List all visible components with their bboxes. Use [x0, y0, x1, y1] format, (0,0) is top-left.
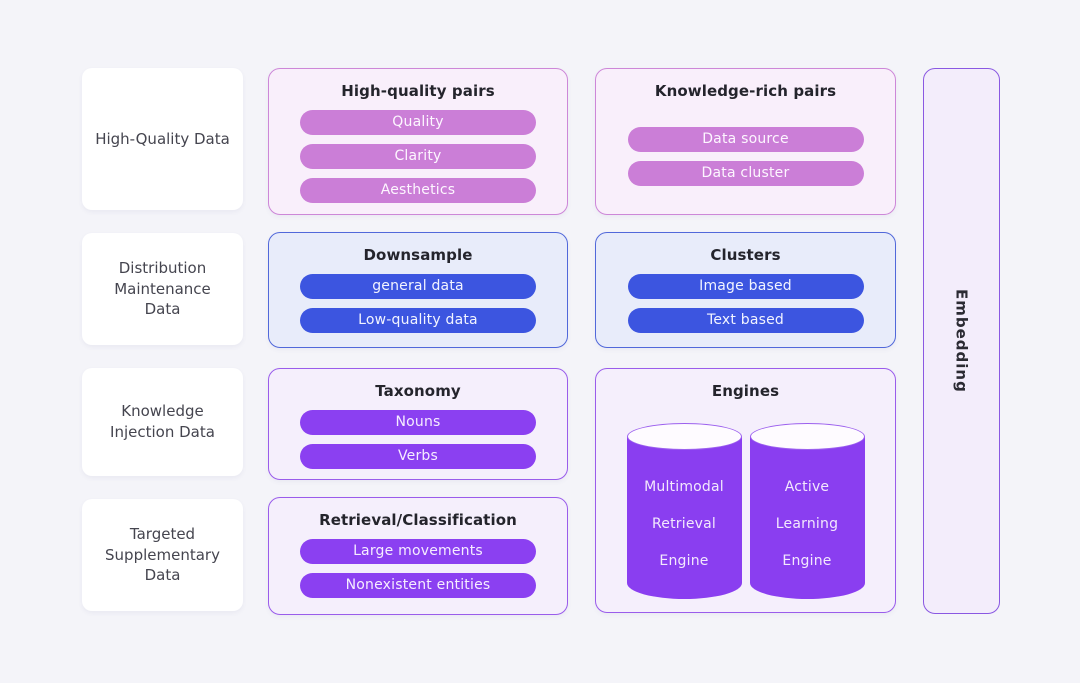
pill-list: Image based Text based [627, 274, 864, 342]
pill-list: general data Low-quality data [300, 274, 536, 342]
cylinder-label-line: Engine [659, 553, 709, 569]
group-title: Retrieval/Classification [319, 511, 517, 529]
pill-nonexistent-entities: Nonexistent entities [300, 573, 536, 598]
cylinder-label-line: Retrieval [651, 516, 716, 532]
category-card-distribution-maintenance-data: Distribution Maintenance Data [82, 233, 243, 345]
cylinder-body [626, 436, 742, 599]
group-title: Taxonomy [375, 382, 461, 400]
group-title: Clusters [710, 246, 781, 264]
pill-aesthetics: Aesthetics [300, 178, 536, 203]
pill-image-based: Image based [627, 274, 864, 299]
embedding-label: Embedding [952, 289, 971, 393]
pill-large-movements: Large movements [300, 539, 536, 564]
group-title: Engines [711, 382, 780, 400]
group-retrieval-classification: Retrieval/Classification Large movements… [268, 497, 568, 615]
pill-list: Large movements Nonexistent entities [300, 539, 536, 607]
cylinder-top-ellipse [626, 423, 742, 450]
group-high-quality-pairs: High-quality pairs Quality Clarity Aesth… [268, 68, 568, 215]
embedding-bar: Embedding [923, 68, 1000, 614]
cylinder-label: Multimodal Retrieval Engine [627, 469, 742, 580]
cylinder-label: Active Learning Engine [750, 469, 865, 580]
pill-data-cluster: Data cluster [627, 161, 864, 186]
group-title: Downsample [363, 246, 473, 264]
cylinder-body [749, 436, 865, 599]
pill-verbs: Verbs [300, 444, 536, 469]
group-engines: Engines Multimodal Retrieval Engine Acti… [595, 368, 896, 613]
category-label: Distribution Maintenance Data [114, 258, 211, 319]
pill-clarity: Clarity [300, 144, 536, 169]
group-clusters: Clusters Image based Text based [595, 232, 896, 348]
category-card-knowledge-injection-data: Knowledge Injection Data [82, 368, 243, 476]
cylinder-label-line: Multimodal [644, 479, 724, 495]
cylinder-multimodal-retrieval-engine: Multimodal Retrieval Engine [626, 423, 742, 599]
pill-text-based: Text based [627, 308, 864, 333]
cylinder-label-line: Engine [782, 553, 832, 569]
pill-nouns: Nouns [300, 410, 536, 435]
pill-list: Data source Data cluster [627, 127, 864, 195]
group-downsample: Downsample general data Low-quality data [268, 232, 568, 348]
cylinder-label-line: Learning [775, 516, 839, 532]
pill-list: Nouns Verbs [300, 410, 536, 478]
pill-list: Quality Clarity Aesthetics [300, 110, 536, 212]
category-card-targeted-supplementary-data: Targeted Supplementary Data [82, 499, 243, 611]
category-label: Knowledge Injection Data [110, 402, 215, 441]
group-taxonomy: Taxonomy Nouns Verbs [268, 368, 568, 480]
pill-low-quality-data: Low-quality data [300, 308, 536, 333]
category-card-high-quality-data: High-Quality Data [82, 68, 243, 210]
category-label: Targeted Supplementary Data [105, 524, 220, 585]
category-label: High-Quality Data [95, 129, 230, 148]
pill-data-source: Data source [627, 127, 864, 152]
cylinder-label-line: Active [784, 479, 830, 495]
cylinder-top-ellipse [749, 423, 865, 450]
cylinder-row: Multimodal Retrieval Engine Active Learn… [626, 423, 865, 599]
cylinder-active-learning-engine: Active Learning Engine [749, 423, 865, 599]
group-title: High-quality pairs [341, 82, 495, 100]
pill-quality: Quality [300, 110, 536, 135]
group-title: Knowledge-rich pairs [654, 82, 837, 100]
pill-general-data: general data [300, 274, 536, 299]
group-knowledge-rich-pairs: Knowledge-rich pairs Data source Data cl… [595, 68, 896, 215]
